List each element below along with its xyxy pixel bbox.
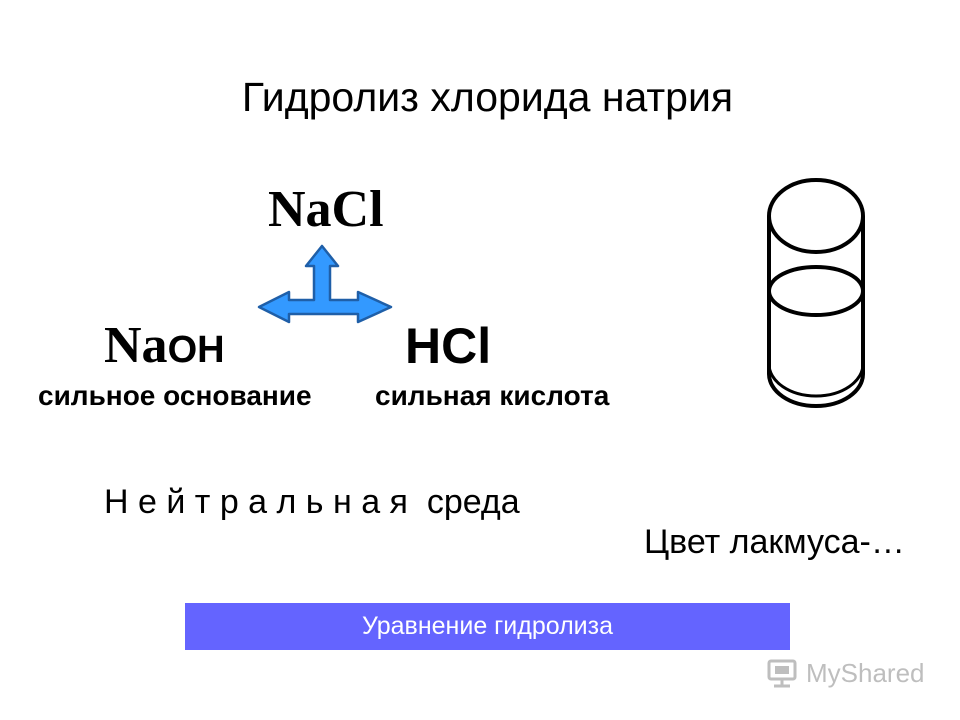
- three-way-arrow-icon: [257, 244, 393, 324]
- acid-formula-text: HCl: [405, 318, 492, 374]
- litmus-color-text: Цвет лакмуса-…: [644, 523, 905, 561]
- base-formula-hydroxide: OH: [167, 329, 225, 371]
- beaker-icon: [767, 178, 865, 408]
- base-formula-metal: Na: [104, 317, 168, 374]
- acid-formula: HCl: [405, 316, 491, 377]
- salt-formula: NaCl: [268, 181, 384, 238]
- hydrolysis-equation-button[interactable]: Уравнение гидролиза: [185, 603, 790, 650]
- base-strength-label: сильное основание: [38, 380, 312, 411]
- slide-title: Гидролиз хлорида натрия: [241, 74, 734, 120]
- watermark: MyShared: [766, 657, 925, 689]
- watermark-text: MyShared: [806, 657, 925, 688]
- medium-text: Н е й т р а л ь н а я среда: [104, 481, 520, 523]
- medium-text-value: Н е й т р а л ь н а я среда: [104, 483, 520, 521]
- acid-strength-label: сильная кислота: [375, 380, 610, 411]
- base-formula: NaOH: [104, 316, 225, 380]
- myshared-logo-icon: [767, 659, 797, 688]
